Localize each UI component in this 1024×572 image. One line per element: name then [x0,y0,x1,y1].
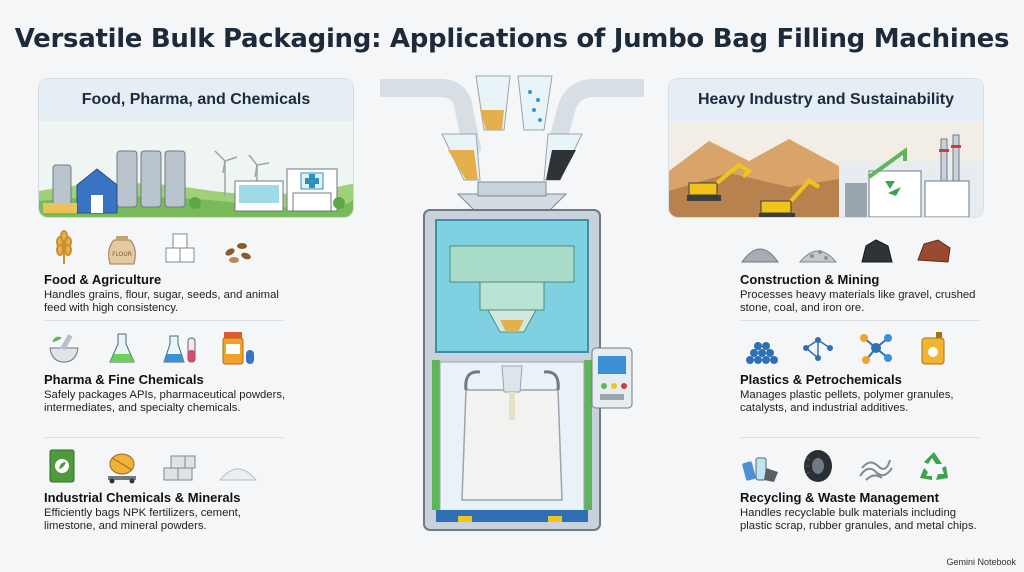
additive-canister-icon [921,332,945,365]
section-title: Pharma & Fine Chemicals [44,372,204,387]
fertilizer-bag-icon [49,449,75,483]
left-feed-pipe [380,79,481,157]
section-title: Recycling & Waste Management [740,490,939,505]
mortar-pestle-icon [49,334,79,363]
coal-icon [861,239,893,263]
gravel-pile-icon [741,248,779,263]
section-food-agriculture: FLOUR Food & Agriculture Handles grains,… [44,230,294,315]
divider [44,320,284,321]
divider [44,437,284,438]
metal-chips-icon [859,459,893,481]
molecule-icon [860,334,892,364]
hoppers [441,75,583,181]
section-title: Food & Agriculture [44,272,162,287]
right-feed-pipe [547,79,644,157]
iron-ore-icon [917,239,951,263]
section-recycling-waste: Recycling & Waste Management Handles rec… [740,448,990,533]
section-construction-mining: Construction & Mining Processes heavy ma… [740,230,990,315]
crushed-stone-icon [798,250,838,263]
section-plastics-petrochemicals: Plastics & Petrochemicals Manages plasti… [740,330,990,415]
section-title: Industrial Chemicals & Minerals [44,490,241,505]
section-title: Plastics & Petrochemicals [740,372,902,387]
food-pharma-chemicals-panel: Food, Pharma, and Chemicals [38,78,354,218]
jumbo-bag-filling-machine [380,75,644,531]
right-panel-header: Heavy Industry and Sustainability [669,79,983,121]
heavy-industry-panel: Heavy Industry and Sustainability [668,78,984,218]
limestone-blocks-icon [163,455,196,481]
page-title: Versatile Bulk Packaging: Applications o… [14,24,1010,54]
section-description: Handles grains, flour, sugar, seeds, and… [44,289,279,314]
mining-recycling-illustration [669,121,983,217]
flask-icon [109,333,135,363]
flour-sack-icon: FLOUR [108,236,136,265]
tire-icon [804,450,832,482]
section-description: Safely packages APIs, pharmaceutical pow… [44,389,286,414]
sugar-cubes-icon [165,233,195,263]
seeds-icon [225,243,251,263]
section-pharma-fine-chemicals: Pharma & Fine Chemicals Safely packages … [44,330,294,415]
section-description: Processes heavy materials like gravel, c… [740,289,976,314]
jumbo-bag [461,389,563,501]
cement-mixer-icon [108,453,136,484]
wheat-icon [56,230,72,264]
flour-label: FLOUR [112,251,132,258]
mineral-powder-icon [218,468,258,481]
section-description: Handles recyclable bulk materials includ… [740,507,977,532]
recycle-icon [920,452,948,480]
pill-bottle-icon [222,332,254,365]
section-description: Efficiently bags NPK fertilizers, cement… [44,507,241,532]
divider [740,437,980,438]
section-industrial-chemicals-minerals: Industrial Chemicals & Minerals Efficien… [44,448,294,533]
plastic-scrap-icon [742,457,778,482]
polymer-structure-icon [803,337,833,361]
flask-test-tube-icon [163,335,196,363]
left-panel-header: Food, Pharma, and Chemicals [39,79,353,121]
section-description: Manages plastic pellets, polymer granule… [740,389,954,414]
watermark: Gemini Notebook [946,557,1016,567]
section-title: Construction & Mining [740,272,880,287]
plastic-pellets-icon [746,342,778,364]
farm-lab-illustration [39,121,353,217]
divider [740,320,980,321]
